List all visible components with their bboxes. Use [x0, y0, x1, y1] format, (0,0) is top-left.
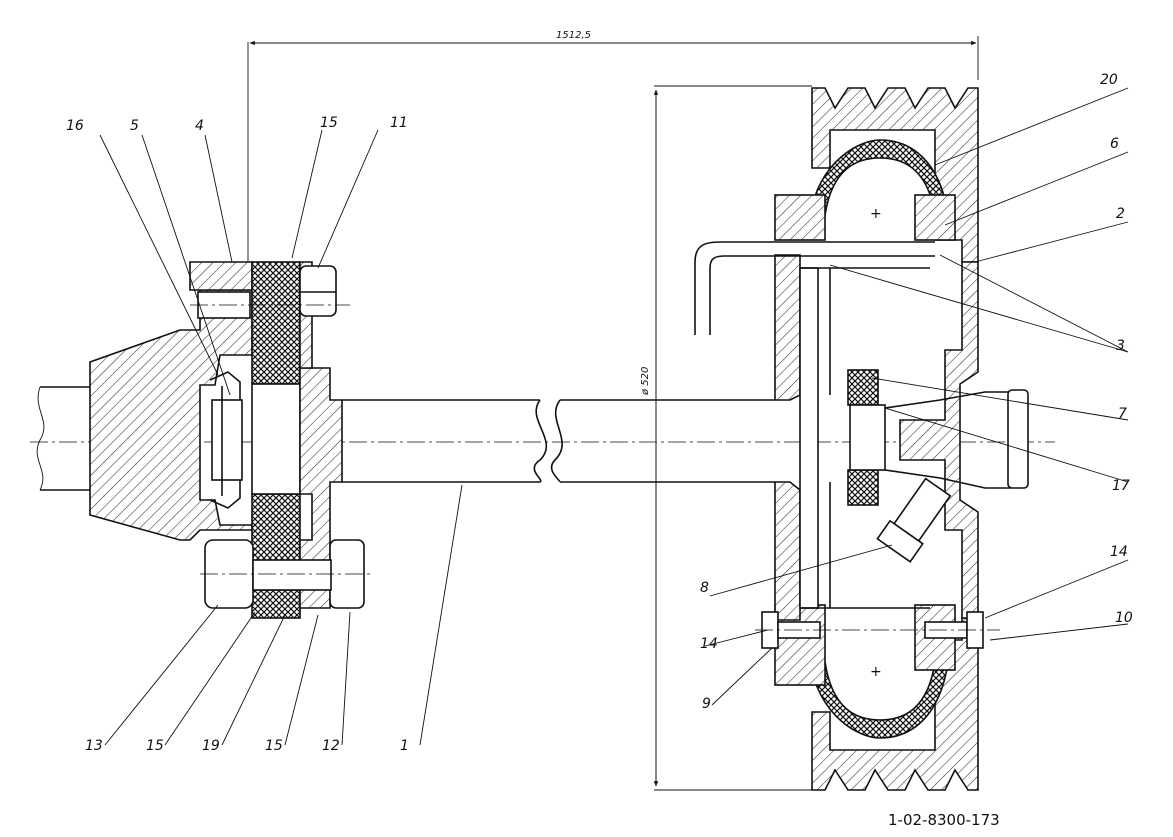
filler-pipe — [694, 241, 935, 335]
clamp-upper-left — [774, 194, 826, 241]
bolt-top — [190, 265, 350, 317]
drawing-code: 1-02-8300-173 — [888, 811, 1000, 829]
callout-11: 11 — [390, 115, 408, 131]
bearing-upper — [847, 369, 879, 406]
callout-16: 16 — [66, 118, 84, 134]
lower-bolts — [755, 611, 1000, 649]
callout-1: 1 — [400, 738, 409, 754]
bolt-bottom — [200, 539, 372, 609]
svg-text:+: + — [870, 664, 882, 680]
drum-plate-left — [774, 254, 801, 401]
leader-lines — [99, 87, 1129, 746]
callout-20: 20 — [1100, 72, 1118, 88]
bearing-lower — [847, 469, 879, 506]
pulley-hub — [899, 261, 979, 619]
cardan-shaft — [342, 399, 775, 483]
hub-insert — [849, 404, 886, 471]
filler-plug — [876, 477, 952, 563]
callout-8: 8 — [700, 580, 709, 596]
callout-9: 9 — [702, 696, 711, 712]
callout-19: 19 — [202, 738, 220, 754]
callout-13: 13 — [85, 738, 103, 754]
drum-plate-left-lower — [774, 481, 801, 621]
coupling-disc-center — [251, 383, 301, 495]
callout-14-left: 14 — [700, 636, 718, 652]
drum-plate-inner — [799, 267, 819, 609]
callout-2: 2 — [1116, 206, 1125, 222]
callout-10: 10 — [1115, 610, 1133, 626]
callout-3: 3 — [1116, 338, 1125, 354]
callout-6: 6 — [1110, 136, 1119, 152]
callout-5: 5 — [130, 118, 139, 134]
length-dimension: 1512,5 — [247, 30, 979, 300]
diameter-dimension-text: ø 520 — [640, 367, 651, 396]
clamp-upper-right — [914, 194, 956, 241]
shaft-flange — [299, 367, 343, 609]
callout-15-top: 15 — [320, 115, 338, 131]
callout-15-a: 15 — [146, 738, 164, 754]
coupling-disc-upper — [251, 261, 301, 385]
diameter-dimension: ø 520 — [640, 85, 812, 791]
retainer-insert — [211, 399, 243, 481]
callout-4: 4 — [195, 118, 204, 134]
callout-17: 17 — [1112, 478, 1130, 494]
callout-14-right: 14 — [1110, 544, 1128, 560]
left-flange-top — [189, 261, 253, 291]
length-dimension-text: 1512,5 — [556, 30, 591, 41]
end-cap — [1007, 389, 1029, 489]
callout-7: 7 — [1118, 406, 1127, 422]
callout-12: 12 — [322, 738, 340, 754]
coupling-disc-lower — [251, 493, 301, 619]
callout-15-b: 15 — [265, 738, 283, 754]
engine-shaft — [36, 386, 90, 491]
svg-text:+: + — [870, 206, 882, 222]
